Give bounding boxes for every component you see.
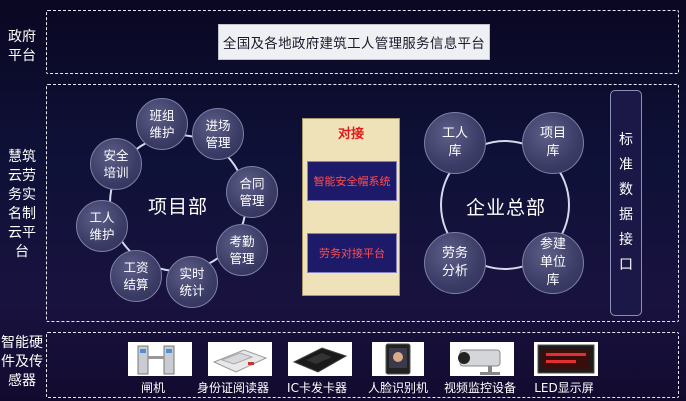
ic-card-issuer-image (288, 342, 352, 376)
project-item-worker: 工人 维护 (76, 200, 128, 252)
gov-platform-title: 全国及各地政府建筑工人管理服务信息平台 (218, 24, 490, 60)
enterprise-item-unit-db: 参建 单位 库 (522, 232, 584, 294)
led-screen-image (534, 342, 598, 376)
connect-column: 对接 智能安全帽系统 劳务对接平台 (302, 118, 400, 296)
enterprise-ring (440, 140, 570, 270)
enterprise-item-labor-analysis: 劳务 分析 (424, 232, 486, 294)
project-center: 项目部 (148, 196, 209, 218)
face-recognition-image (372, 342, 424, 376)
device-label-ic-card: IC卡发卡器 (287, 381, 347, 395)
hardware-label: 智能硬 件及传 感器 (1, 334, 43, 389)
labor-platform-box: 劳务对接平台 (307, 233, 397, 273)
project-item-salary: 工资 结算 (110, 250, 162, 302)
standard-interface: 标 准 数 据 接 口 (610, 90, 642, 316)
device-label-id-reader: 身份证阅读器 (196, 381, 270, 395)
gov-frame (46, 10, 679, 74)
gate-image (128, 342, 192, 376)
cloud-frame (46, 84, 679, 322)
device-label-gate: 闸机 (140, 381, 166, 395)
project-item-team: 班组 维护 (136, 98, 188, 150)
video-camera-image (450, 342, 514, 376)
hardware-frame (46, 332, 679, 398)
project-item-entry: 进场 管理 (192, 108, 244, 160)
cloud-platform-label: 慧筑 云劳 务实 名制 云平 台 (8, 149, 36, 260)
connect-title: 对接 (337, 127, 364, 142)
project-item-safety: 安全 培训 (90, 138, 142, 190)
enterprise-item-worker-db: 工人 库 (424, 112, 486, 174)
id-reader-image (208, 342, 272, 376)
smart-helmet-box: 智能安全帽系统 (307, 161, 397, 201)
project-item-attendance: 考勤 管理 (216, 224, 268, 276)
enterprise-center: 企业总部 (466, 197, 547, 219)
gov-platform-label: 政府 平台 (8, 29, 36, 64)
enterprise-item-project-db: 项目 库 (522, 112, 584, 174)
device-label-led-screen: LED显示屏 (534, 381, 594, 395)
project-item-stats: 实时 统计 (166, 256, 218, 308)
device-label-video-camera: 视频监控设备 (443, 381, 517, 395)
project-item-contract: 合同 管理 (226, 166, 278, 218)
device-label-face-recognition: 人脸识别机 (367, 381, 429, 395)
